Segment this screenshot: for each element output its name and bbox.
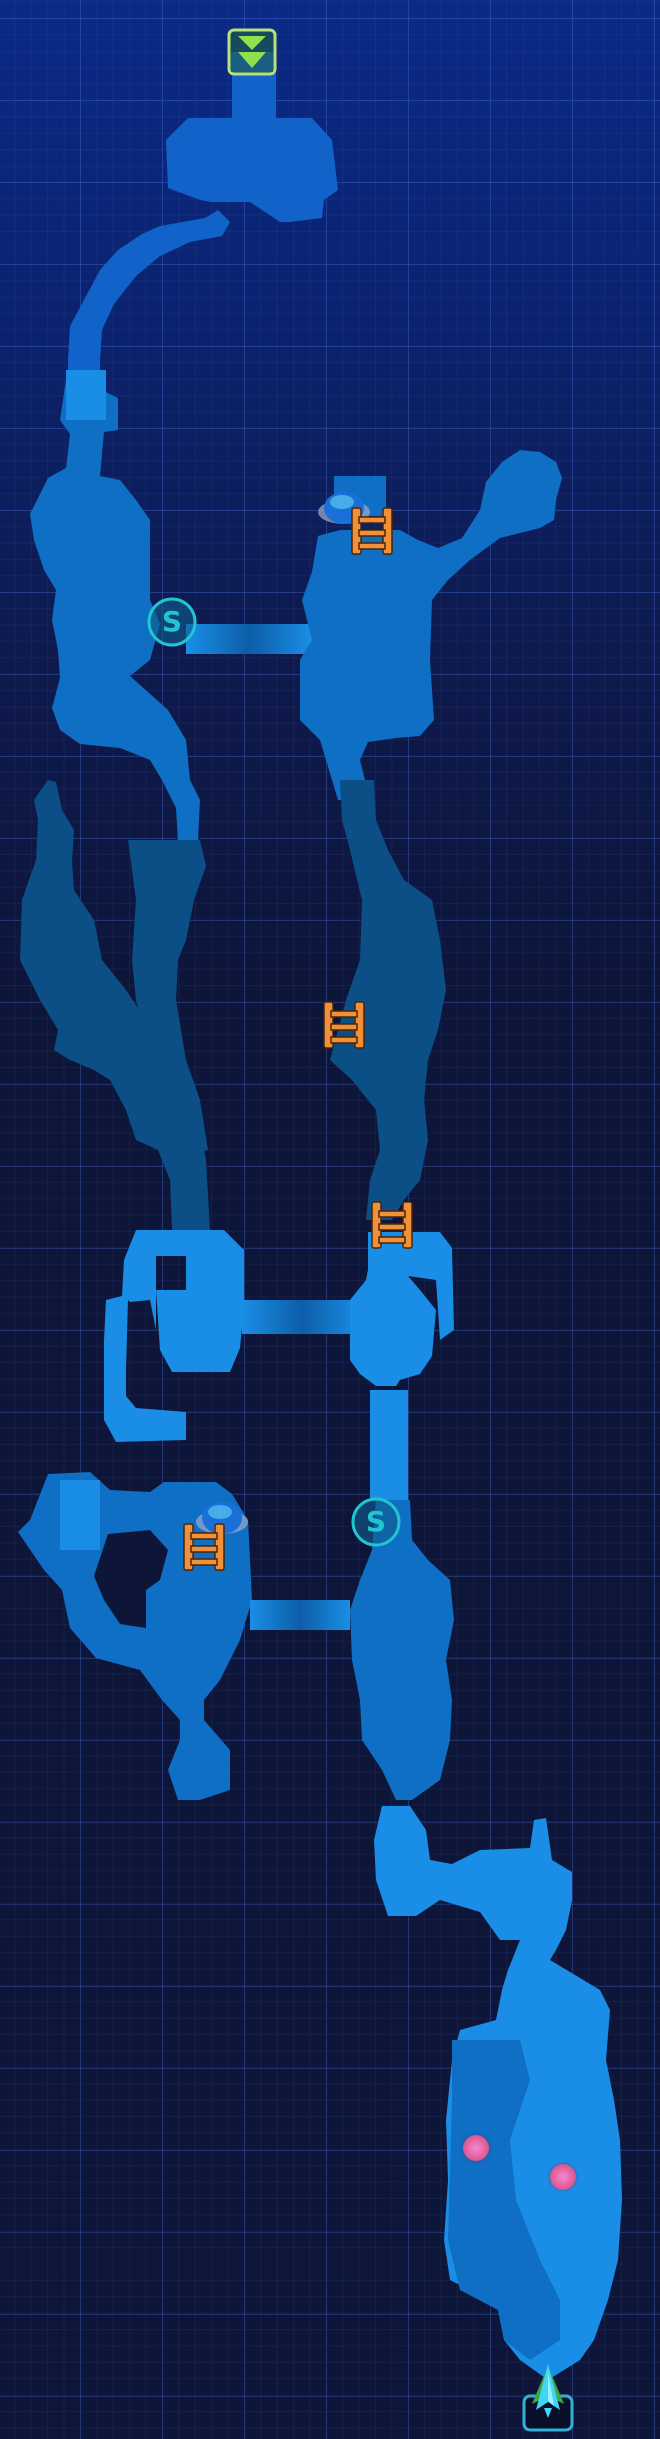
corridor-middle xyxy=(242,1300,362,1334)
room-middle-right xyxy=(350,1232,454,1500)
save-point-icon: S xyxy=(351,1497,401,1547)
ladder-icon xyxy=(183,1523,225,1571)
player-marker[interactable]: You xyxy=(520,2362,576,2432)
corridor-save-1 xyxy=(186,624,312,654)
svg-text:S: S xyxy=(366,1505,386,1538)
pink-orb-1[interactable] xyxy=(463,2135,489,2161)
ladder-3[interactable] xyxy=(370,1200,414,1250)
room-bottom-dim-half xyxy=(448,2040,560,2360)
player-arrow-icon xyxy=(522,2364,574,2432)
ladder-icon xyxy=(351,507,393,555)
ladder-icon xyxy=(371,1201,413,1249)
room-lower-right xyxy=(350,1500,454,1800)
ladder-2[interactable] xyxy=(322,1000,366,1050)
dim-cave-left xyxy=(20,780,210,1230)
save-point-1[interactable]: S xyxy=(146,596,198,648)
ladder-4[interactable] xyxy=(182,1522,226,1572)
double-chevron-down-icon xyxy=(227,28,277,76)
save-point-2[interactable]: S xyxy=(350,1496,402,1548)
svg-text:S: S xyxy=(162,605,182,638)
corridor-lower xyxy=(250,1600,350,1630)
room-middle-left-loop xyxy=(104,1230,244,1442)
stairs-down-marker[interactable]: Stairs Down xyxy=(227,28,277,76)
room-upper-left xyxy=(30,370,200,842)
ladder-1[interactable] xyxy=(350,506,394,556)
ladder-icon xyxy=(323,1001,365,1049)
save-point-icon: S xyxy=(147,597,197,647)
room-top-entrance xyxy=(68,66,338,400)
pink-orb-2[interactable] xyxy=(550,2164,576,2190)
dim-cave-right xyxy=(330,780,446,1220)
floor-switch-icon xyxy=(196,1502,248,1534)
floor-switch-2[interactable] xyxy=(194,1494,254,1538)
